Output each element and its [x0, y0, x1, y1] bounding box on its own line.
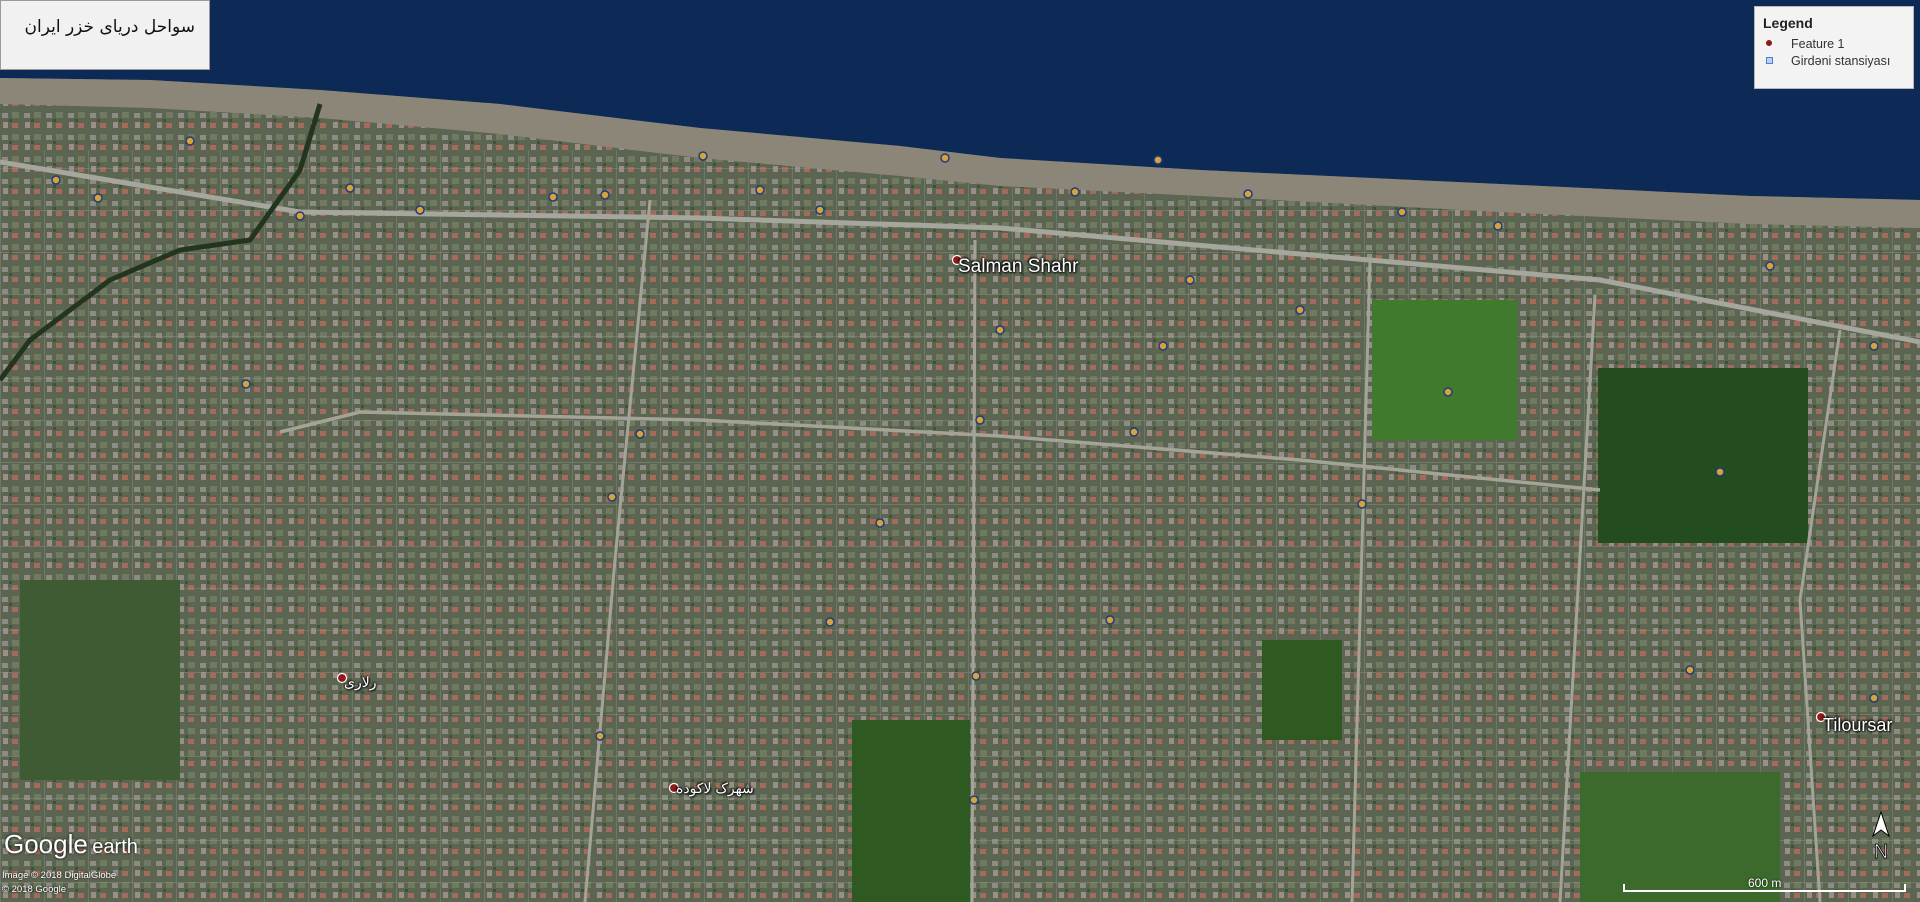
farm-fields: [1580, 772, 1780, 902]
river: [0, 103, 323, 382]
credit-line: © 2018 Google: [2, 884, 67, 895]
map-title-box: سواحل دریای خزر ایران: [0, 0, 210, 70]
imagery-credits: Image © 2018 DigitalGlobe © 2018 Google: [2, 869, 116, 897]
field-east: [1372, 300, 1517, 440]
legend-item-label: Feature 1: [1791, 37, 1845, 51]
place-label-tiloursar: Tiloursar: [1823, 715, 1893, 735]
north-label: N: [1874, 841, 1888, 863]
road-east: [1798, 329, 1842, 902]
feature-markers[interactable]: [336, 254, 1827, 794]
marker-tiloursar: [1815, 711, 1827, 723]
green-west: [20, 580, 180, 780]
legend-item-feature-1: Feature 1: [1763, 37, 1905, 51]
north-arrow-icon[interactable]: N: [1866, 810, 1896, 876]
caspian-sea: [0, 0, 1920, 200]
inner-road: [279, 410, 1601, 492]
poi-markers[interactable]: [51, 136, 1879, 805]
scale-bar-line: [1623, 884, 1906, 892]
road-north-south-3: [1350, 259, 1372, 902]
legend-item-station: Girdəni stansiyası: [1763, 54, 1905, 68]
legend: Legend Feature 1 Girdəni stansiyası: [1754, 6, 1914, 89]
green-center-east: [1262, 640, 1342, 740]
marker-rlari: [336, 672, 348, 684]
marker-shahrak-lakoode: [668, 782, 680, 794]
red-dot-icon: [1763, 37, 1777, 51]
legend-item-label: Girdəni stansiyası: [1791, 54, 1891, 68]
legend-title: Legend: [1763, 15, 1813, 31]
google-earth-logo: Google earth: [4, 829, 138, 860]
blue-square-icon: [1763, 54, 1777, 68]
beach-strip: [0, 78, 1920, 228]
scale-label: 600 m: [1748, 876, 1782, 890]
credit-line: Image © 2018 DigitalGlobe: [2, 870, 117, 881]
road-north-south-4: [1558, 294, 1597, 902]
scale-bar: 600 m: [1623, 876, 1906, 892]
place-label-salman-shahr: Salman Shahr: [958, 256, 1079, 277]
place-label-shahrak-lakoode: شهرک لاکوده: [676, 780, 754, 796]
marker-salman-shahr: [951, 254, 963, 266]
road-north-south-2: [970, 239, 977, 902]
road-north-south-1: [583, 199, 652, 902]
map-title: سواحل دریای خزر ایران: [24, 17, 195, 37]
place-label-rlari: رلاری: [344, 674, 377, 690]
logo-brand-sub: earth: [92, 836, 138, 858]
forest-park: [852, 720, 970, 902]
forest-east: [1598, 368, 1808, 543]
logo-brand-main: Google: [4, 829, 88, 859]
